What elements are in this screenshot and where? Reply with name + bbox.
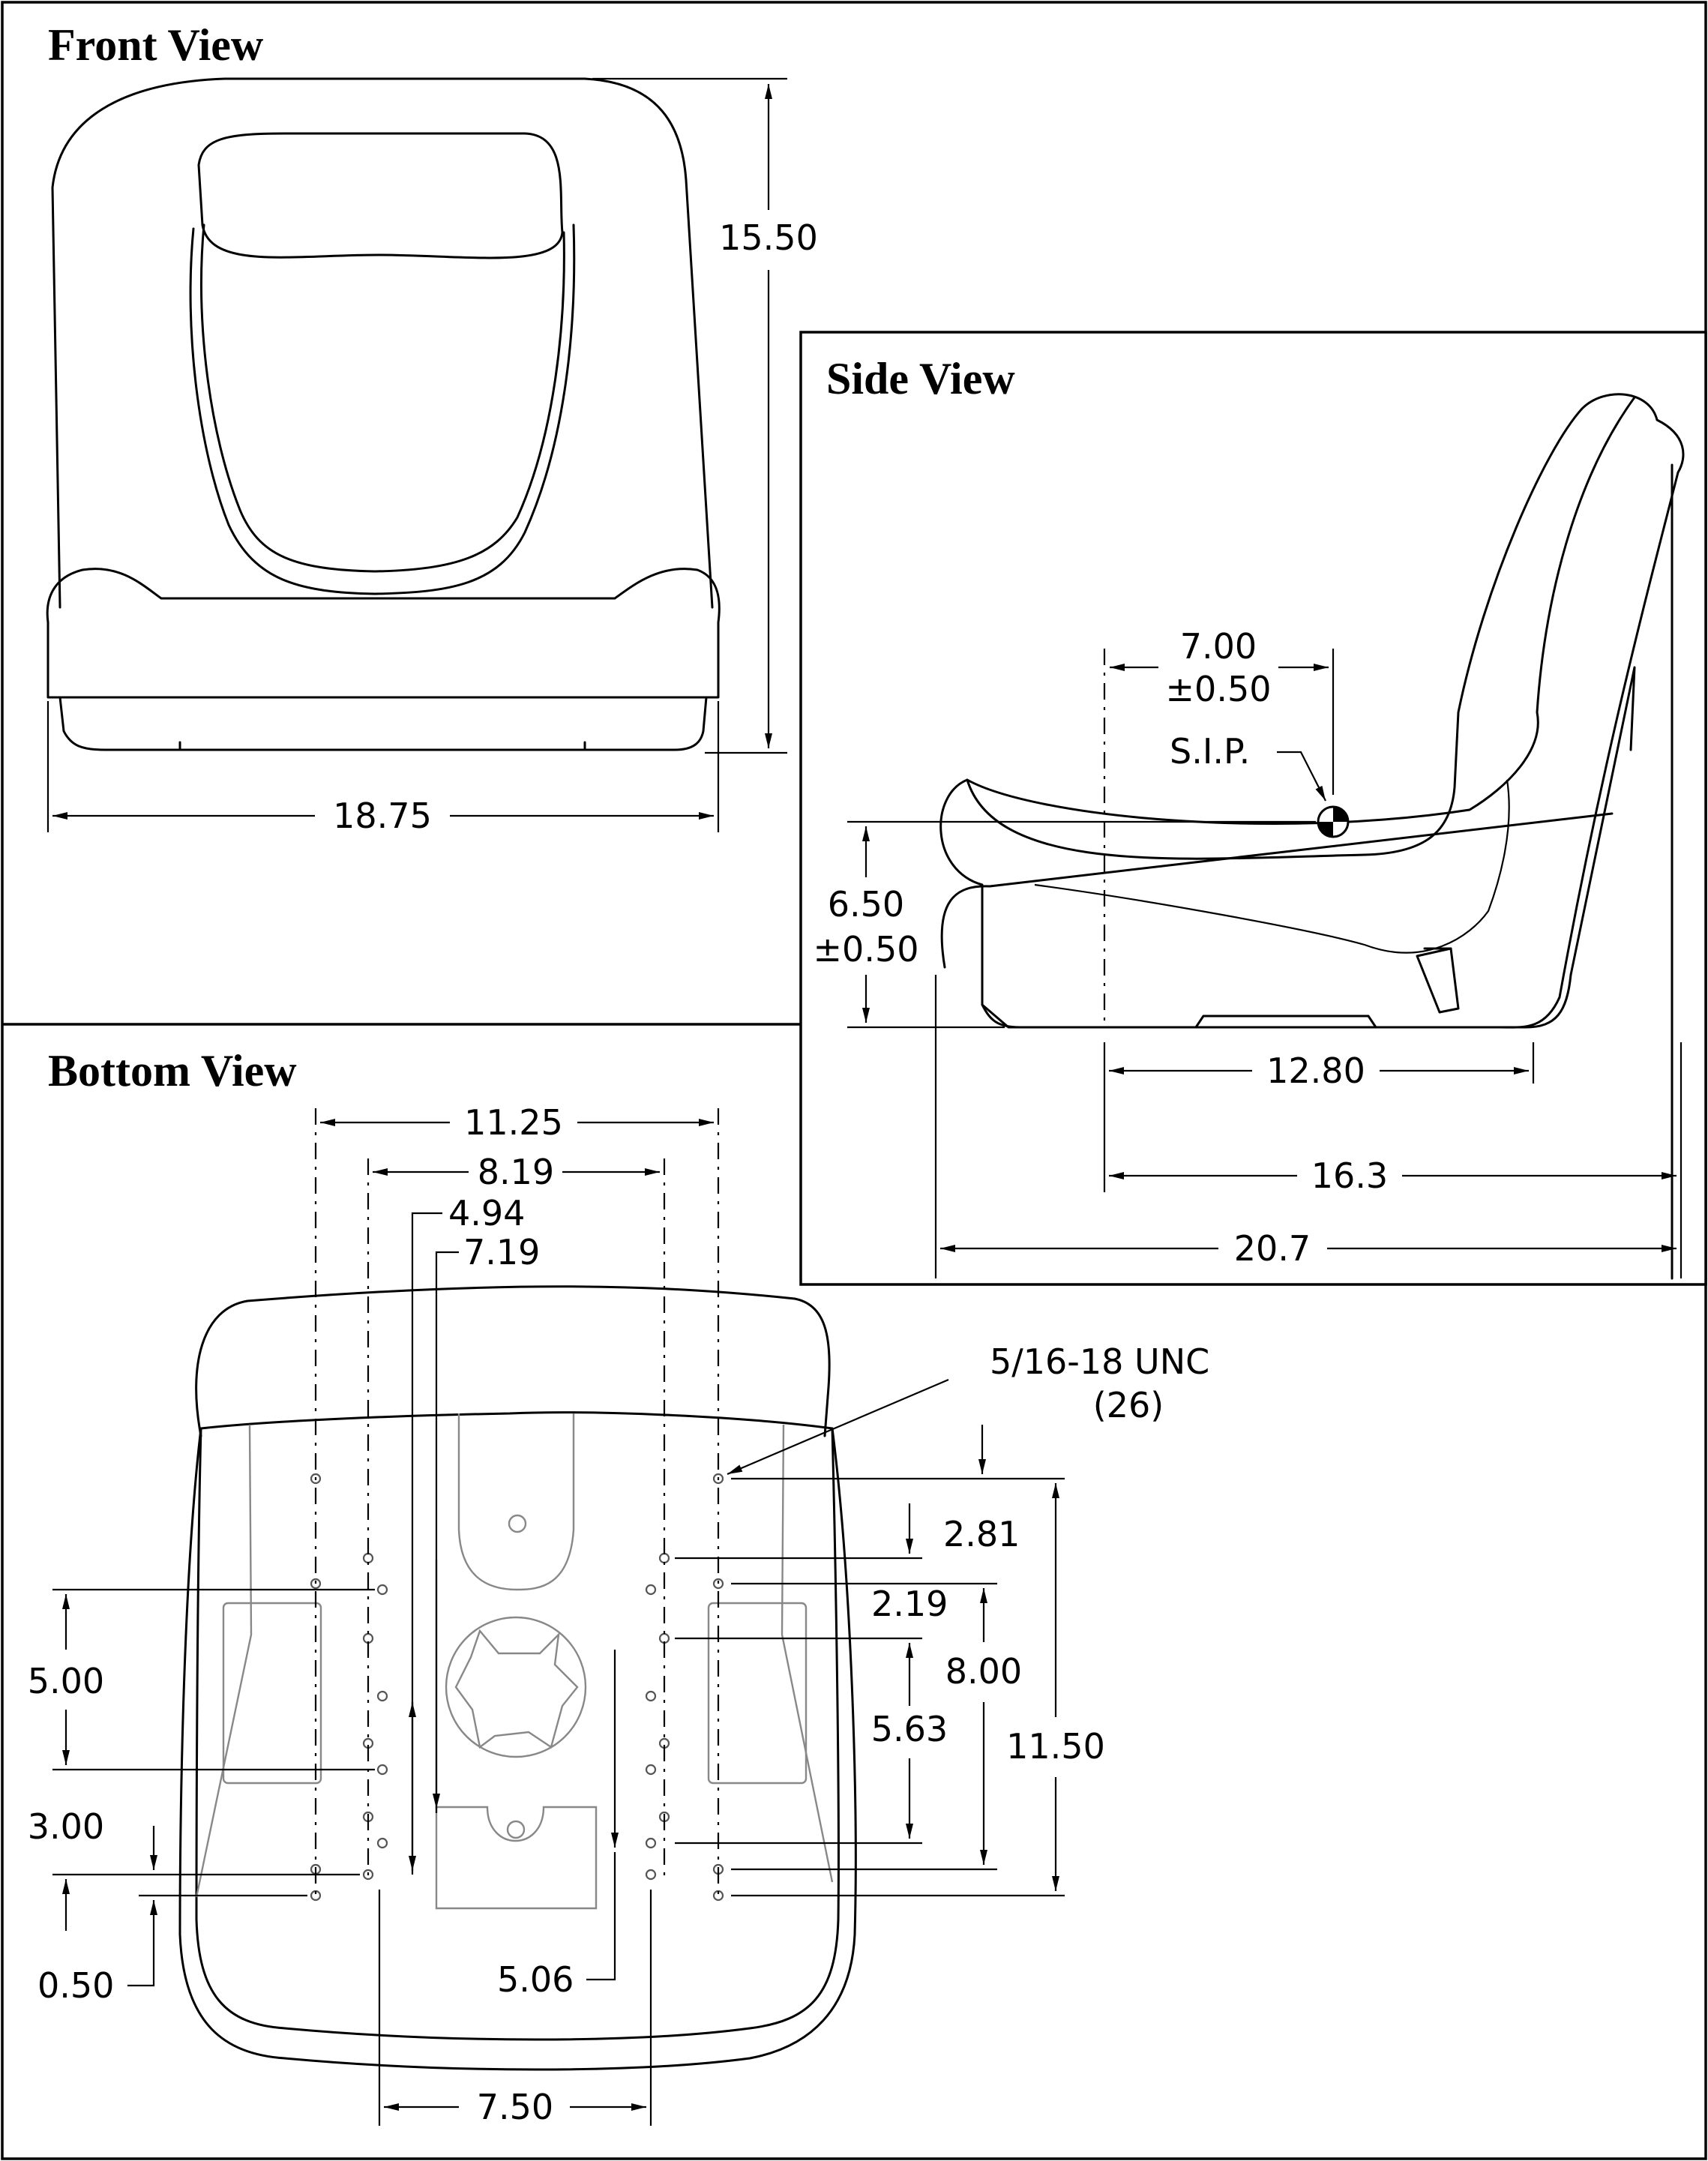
side-dim-16-3: 16.3: [1311, 1155, 1388, 1196]
bottom-center-dimensions: 5.06 7.50: [378, 1650, 652, 2127]
front-view: Front View 15.50 18.75: [46, 20, 818, 836]
bottom-view-title: Bottom View: [48, 1046, 297, 1095]
front-seat-outline: [46, 77, 721, 751]
bottom-dim-8-19: 8.19: [478, 1152, 554, 1192]
sip-horizontal-tol: ±0.50: [1166, 669, 1272, 709]
sip-label: S.I.P.: [1170, 731, 1250, 772]
right-dim-5-63: 5.63: [871, 1709, 948, 1749]
sip-horizontal-label: 7.00: [1180, 626, 1257, 667]
bottom-top-dimensions: 11.25 8.19 4.94 7.19: [314, 1102, 720, 1901]
bottom-left-dimensions: 5.00 3.00 0.50: [28, 1588, 375, 2006]
side-dim-12-80: 12.80: [1266, 1051, 1365, 1091]
thread-spec: 5/16-18 UNC: [990, 1341, 1209, 1382]
bottom-dim-11-25: 11.25: [464, 1102, 563, 1143]
side-view: Side View S.I.P. 7.00 ±0.50: [814, 354, 1685, 1280]
bottom-right-dimensions: 2.81 2.19 8.00 5.63 11.50: [675, 1425, 1105, 1897]
side-bottom-dimensions: 12.80 16.3 20.7: [934, 975, 1683, 1278]
thread-qty: (26): [1093, 1385, 1164, 1425]
bottom-view: Bottom View: [28, 1046, 1209, 2127]
thread-callout: 5/16-18 UNC (26): [727, 1341, 1209, 1476]
side-seat-outline: [939, 393, 1685, 1280]
front-height-dimension: 15.50: [592, 77, 818, 754]
side-horizontal-sip-dimension: 7.00 ±0.50: [1103, 626, 1335, 1027]
left-dim-0-50: 0.50: [37, 1965, 114, 2006]
right-dim-11-50: 11.50: [1006, 1726, 1105, 1767]
side-view-title: Side View: [826, 354, 1015, 403]
mounting-holes: [310, 1473, 724, 1902]
front-width-label: 18.75: [333, 796, 432, 836]
front-height-label: 15.50: [719, 217, 818, 258]
sip-height-tol: ±0.50: [814, 929, 919, 970]
left-dim-3-00: 3.00: [28, 1806, 104, 1847]
bottom-dim-7-19: 7.19: [463, 1232, 540, 1272]
front-width-dimension: 18.75: [46, 701, 720, 836]
center-dim-5-06: 5.06: [497, 1959, 574, 2000]
bottom-dim-4-94: 4.94: [448, 1193, 525, 1233]
side-dim-20-7: 20.7: [1234, 1228, 1311, 1269]
bottom-seat-outline: [178, 1285, 857, 2071]
left-dim-5-00: 5.00: [28, 1661, 104, 1701]
front-view-title: Front View: [48, 20, 264, 70]
right-dim-2-81: 2.81: [943, 1514, 1020, 1554]
side-vertical-sip-dimension: 6.50 ±0.50: [814, 820, 1316, 1029]
bottom-dim-7-50: 7.50: [477, 2087, 553, 2127]
sip-marker: S.I.P.: [1170, 731, 1350, 838]
sip-height-label: 6.50: [828, 884, 904, 925]
right-dim-8-00: 8.00: [945, 1651, 1022, 1692]
right-dim-2-19: 2.19: [871, 1584, 948, 1624]
